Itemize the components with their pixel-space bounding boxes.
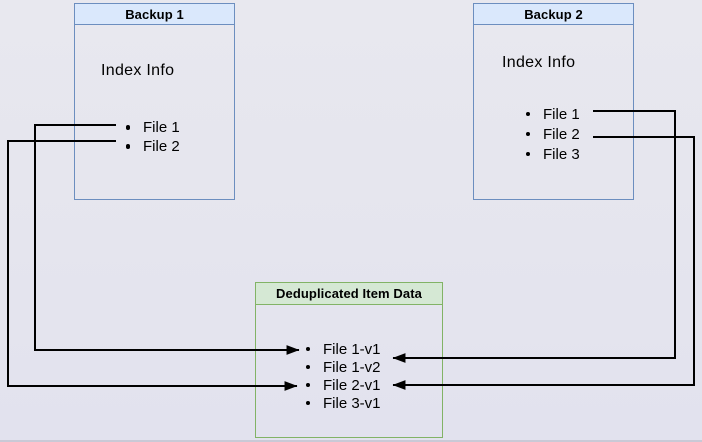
backup1-index-info-label: Index Info <box>101 62 175 79</box>
dedup-file3-v1-label: File 3-v1 <box>323 394 381 412</box>
list-item: File 1-v1 <box>305 340 381 358</box>
backup2-title: Backup 2 <box>524 6 583 22</box>
dedup-box: Deduplicated Item Data File 1-v1 File 1-… <box>255 282 443 438</box>
backup2-index-info-label: Index Info <box>502 54 576 71</box>
dedup-title: Deduplicated Item Data <box>276 286 422 301</box>
list-item: File 2-v1 <box>305 376 381 394</box>
backup1-file-list: File 1 File 2 <box>125 118 180 156</box>
list-item: File 3-v1 <box>305 394 381 412</box>
backup1-box: Backup 1 Index Info File 1 File 2 <box>74 3 235 200</box>
list-item: File 1-v2 <box>305 358 381 376</box>
list-item: File 1 <box>525 104 580 124</box>
backup1-file1-label: File 1 <box>143 119 180 136</box>
list-item: File 1 <box>125 118 180 137</box>
backup2-file-list: File 1 File 2 File 3 <box>525 104 580 164</box>
backup1-title: Backup 1 <box>125 6 184 22</box>
window-bottom-edge <box>0 440 702 442</box>
dedup-header: Deduplicated Item Data <box>256 283 442 305</box>
backup1-file2-label: File 2 <box>143 138 180 155</box>
list-item: File 3 <box>525 144 580 164</box>
backup2-file2-label: File 2 <box>543 125 580 143</box>
dedup-item-list: File 1-v1 File 1-v2 File 2-v1 File 3-v1 <box>305 340 381 412</box>
backup2-file3-label: File 3 <box>543 145 580 163</box>
backup1-header: Backup 1 <box>75 4 234 25</box>
backup2-header: Backup 2 <box>474 4 633 25</box>
backup2-file1-label: File 1 <box>543 105 580 123</box>
dedup-file1-v1-label: File 1-v1 <box>323 340 381 358</box>
dedup-file2-v1-label: File 2-v1 <box>323 376 381 394</box>
list-item: File 2 <box>525 124 580 144</box>
list-item: File 2 <box>125 137 180 156</box>
dedup-file1-v2-label: File 1-v2 <box>323 358 381 376</box>
backup2-box: Backup 2 Index Info File 1 File 2 File 3 <box>473 3 634 200</box>
